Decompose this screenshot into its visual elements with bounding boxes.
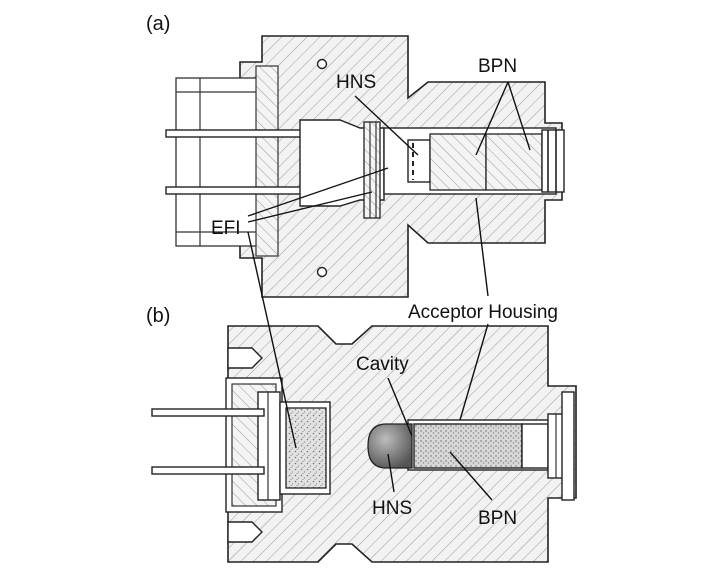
- bpn-pellet-b: [413, 423, 523, 469]
- label-bpn-a: BPN: [478, 56, 517, 77]
- label-acceptor-housing: Acceptor Housing: [408, 302, 558, 323]
- bpn-pellet-a1: [429, 133, 487, 191]
- panel-a-tag: (a): [146, 13, 170, 35]
- mounting-hole: [316, 58, 328, 70]
- hns-pellet-b: [367, 423, 413, 469]
- label-hns-b: HNS: [372, 498, 412, 519]
- label-bpn-b: BPN: [478, 508, 517, 529]
- notch: [227, 347, 263, 369]
- panel-b-tag: (b): [146, 305, 170, 327]
- panel-b-drawing: [151, 231, 577, 563]
- end-cap-a: [541, 129, 565, 193]
- end-plug-b: [521, 423, 549, 469]
- efi-disc-a: [363, 121, 381, 219]
- panel-a-drawing: [165, 35, 565, 298]
- bpn-pellet-a2: [485, 133, 543, 191]
- label-cavity: Cavity: [356, 354, 409, 375]
- mounting-hole: [316, 266, 328, 278]
- hns-pellet-a: [407, 139, 431, 183]
- connector-b: [151, 377, 283, 513]
- efi-pellet-b: [285, 407, 327, 489]
- notch: [227, 521, 263, 543]
- label-efi: EFI: [211, 218, 241, 239]
- connector-a: [165, 65, 377, 257]
- label-hns-a: HNS: [336, 72, 376, 93]
